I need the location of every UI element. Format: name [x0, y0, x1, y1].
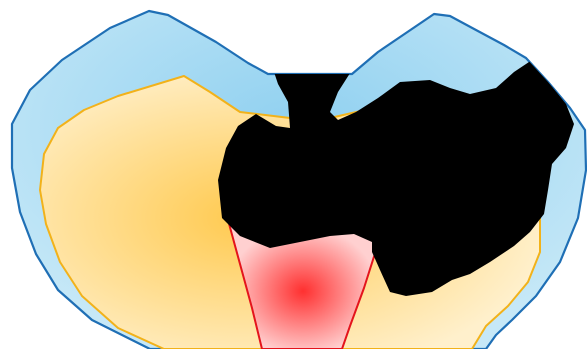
layered-cross-section-diagram — [0, 0, 587, 349]
figure-stage — [0, 0, 587, 349]
